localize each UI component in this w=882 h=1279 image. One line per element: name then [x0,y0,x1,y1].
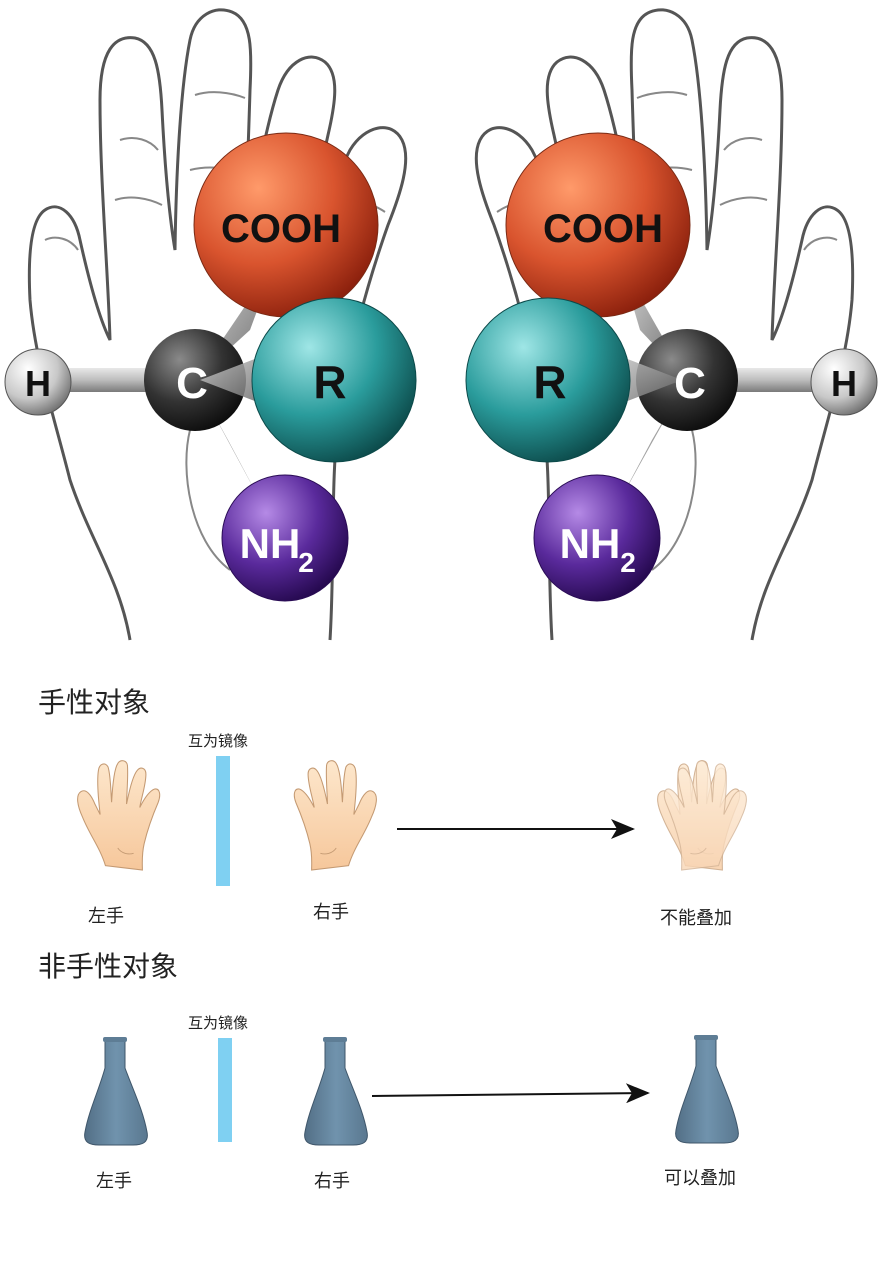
left-molecule-panel: COOH H C R NH 2 [4,8,417,642]
r-atom [465,297,631,463]
nh2-atom [533,474,661,602]
r-label: R [313,356,346,408]
chiral-section: 手性对象 互为镜像 左手 右手 不能叠加 [38,686,747,929]
overlapped-flask-icon [675,1034,739,1144]
achiral-section-title: 非手性对象 [38,950,178,983]
h-label: H [25,363,51,404]
left-hand-icon [77,760,161,871]
r-atom [251,297,417,463]
right-hand-icon [293,760,377,871]
chiral-right-label: 右手 [313,902,349,923]
achiral-mirror-label: 互为镜像 [188,1014,248,1032]
mirror-icon [216,756,230,886]
right-molecule-panel: COOH H C R NH 2 [465,8,878,642]
overlapped-hands-icon [657,760,747,871]
chiral-left-label: 左手 [88,906,124,927]
h-atom [810,348,878,416]
chiral-mirror-label: 互为镜像 [188,732,248,750]
h-atom [4,348,72,416]
chiral-section-title: 手性对象 [38,686,150,719]
nh2-subscript: 2 [298,547,314,578]
c-label: C [674,359,706,408]
nh2-subscript: 2 [620,547,636,578]
r-label: R [533,356,566,408]
nh2-label: NH [560,520,621,567]
c-label: C [176,359,208,408]
h-label: H [831,363,857,404]
chiral-result-label: 不能叠加 [660,908,732,929]
c-atom [636,329,738,431]
achiral-left-label: 左手 [96,1171,132,1192]
cooh-label: COOH [221,207,341,251]
right-flask-icon [304,1036,368,1146]
left-flask-icon [84,1036,148,1146]
mirror-icon [218,1038,232,1142]
achiral-right-label: 右手 [314,1171,350,1192]
nh2-atom [221,474,349,602]
achiral-section: 非手性对象 互为镜像 左手 右手 可以叠加 [38,950,739,1192]
c-atom [144,329,246,431]
arrow-icon [371,1083,650,1104]
cooh-label: COOH [543,207,663,251]
nh2-label: NH [240,520,301,567]
achiral-result-label: 可以叠加 [664,1168,736,1189]
